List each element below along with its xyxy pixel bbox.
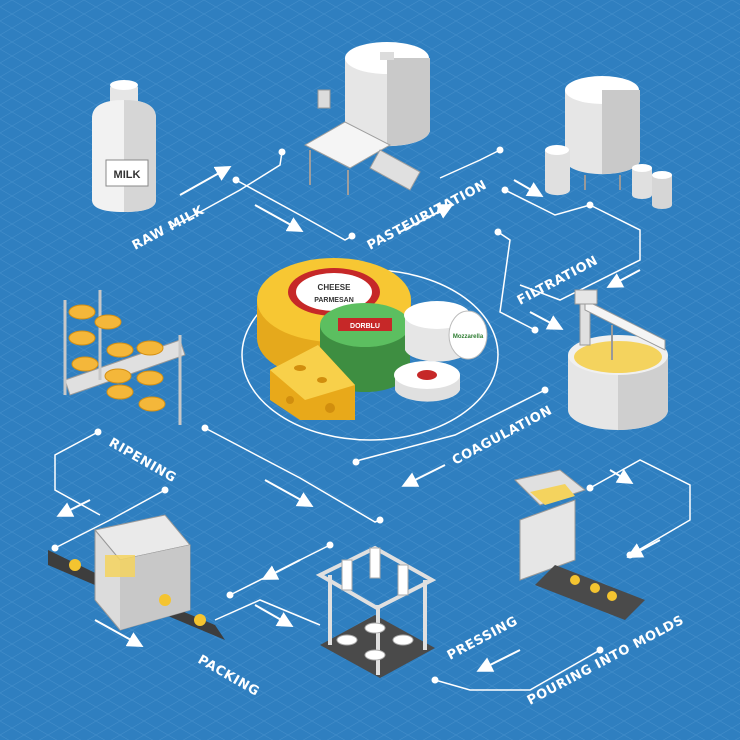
arrow-to-center xyxy=(254,204,304,232)
arrow-packing-return xyxy=(254,604,294,627)
cheese-press-icon xyxy=(315,545,437,678)
node-dot xyxy=(201,424,209,432)
node-dot xyxy=(541,386,549,394)
node-dot xyxy=(94,428,102,436)
connector-pouring-pressing xyxy=(434,649,601,691)
packing-machine-icon xyxy=(48,514,225,640)
parmesan-band-text: PARMESAN xyxy=(314,297,354,304)
node-dot xyxy=(431,676,439,684)
connector-rawmilk-pasteur xyxy=(169,151,283,229)
node-dot xyxy=(352,458,360,466)
node-dot xyxy=(586,484,594,492)
node-dot xyxy=(496,146,504,154)
coagulation-vat-icon xyxy=(568,289,668,430)
arrow-pouring-out xyxy=(476,649,521,672)
connector-nodes xyxy=(51,146,634,684)
arrow-pouring-in xyxy=(609,468,634,485)
connector-pasteur-down xyxy=(504,189,591,216)
node-dot xyxy=(278,148,286,156)
arrow-filtration-out xyxy=(606,269,641,288)
center-cheese-assortment: CHEESE PARMESAN DORBLU Mozzarella xyxy=(241,258,499,441)
camembert-round xyxy=(394,361,460,402)
arrow-packing-out xyxy=(94,619,144,647)
node-dot xyxy=(232,176,240,184)
connector-rawmilk-center xyxy=(235,179,353,241)
node-dot xyxy=(226,591,234,599)
arrow-coag-in xyxy=(529,311,564,330)
flow-arrows xyxy=(56,166,661,672)
connector-pasteur-filtration xyxy=(439,149,501,179)
connector-ripening-left xyxy=(54,489,166,549)
milk-can-icon: MILK xyxy=(92,80,156,212)
node-dot xyxy=(376,516,384,524)
node-dot xyxy=(161,486,169,494)
arrow-ripening-down xyxy=(56,499,91,517)
connector-filtration-loop xyxy=(519,204,641,301)
connector-packing-return xyxy=(214,599,321,626)
swiss-cheese-wedge xyxy=(270,345,355,420)
arrow-pressing-out xyxy=(261,559,301,580)
node-dot xyxy=(531,326,539,334)
filtration-tanks-icon xyxy=(545,76,672,209)
node-dot xyxy=(326,541,334,549)
mold-filler-icon xyxy=(514,469,645,620)
ripening-rack-icon xyxy=(63,290,186,425)
connector-filtration-coag xyxy=(497,231,536,331)
connector-ripening-packing xyxy=(54,431,101,516)
dorblu-label-text: DORBLU xyxy=(350,323,380,330)
parmesan-top-text: CHEESE xyxy=(318,283,352,292)
node-dot xyxy=(596,646,604,654)
arrow-filtration-in xyxy=(513,179,544,197)
arrow-rawmilk-up xyxy=(179,166,232,196)
arrow-pasteur xyxy=(399,204,454,233)
arrow-ripening-center xyxy=(264,479,314,507)
milk-can-label: MILK xyxy=(114,169,141,181)
pasteurizer-tank-icon xyxy=(303,42,430,195)
mozzarella-tub: Mozzarella xyxy=(404,301,488,362)
mozzarella-label-text: Mozzarella xyxy=(453,334,484,340)
node-dot xyxy=(51,544,59,552)
node-dot xyxy=(586,201,594,209)
node-dot xyxy=(501,186,509,194)
node-dot xyxy=(348,232,356,240)
arrow-coag-out xyxy=(401,464,446,487)
arrow-pouring-side xyxy=(626,539,661,558)
node-dot xyxy=(494,228,502,236)
